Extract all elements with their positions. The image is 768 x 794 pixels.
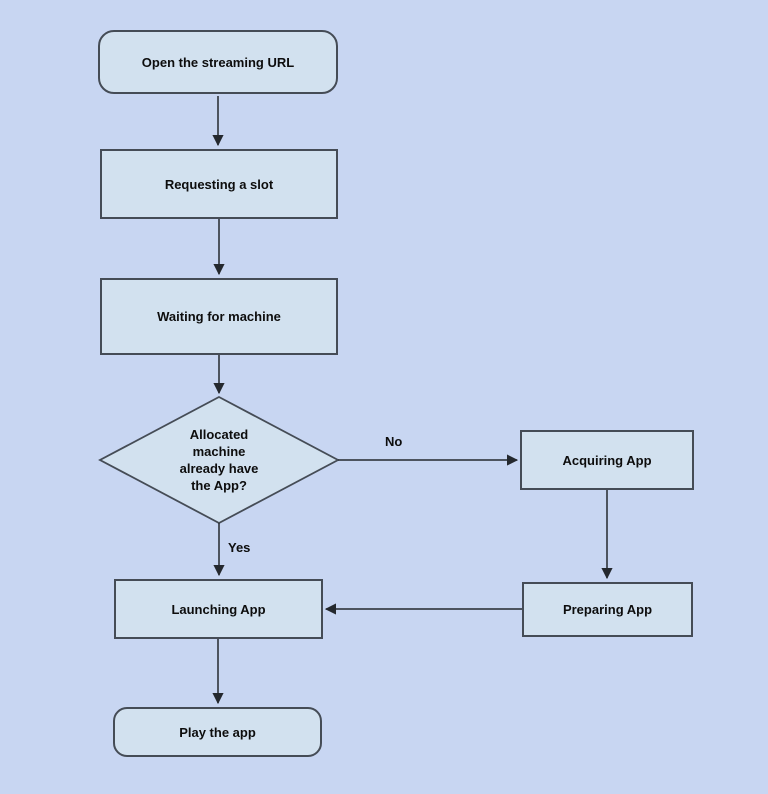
node-acquiring-app-label: Acquiring App [562, 452, 652, 468]
edge-label-no: No [385, 434, 403, 449]
node-launching-app-label: Launching App [171, 601, 266, 617]
node-launching-app: Launching App [114, 579, 323, 639]
node-preparing-app: Preparing App [522, 582, 693, 637]
edge-label-yes: Yes [228, 540, 251, 555]
node-requesting-slot-label: Requesting a slot [164, 176, 274, 192]
node-play-app-label: Play the app [179, 724, 256, 740]
node-open-streaming-url-label: Open the streaming URL [141, 54, 295, 70]
node-open-streaming-url: Open the streaming URL [98, 30, 338, 94]
node-acquiring-app: Acquiring App [520, 430, 694, 490]
node-waiting-machine: Waiting for machine [100, 278, 338, 355]
node-preparing-app-label: Preparing App [562, 602, 653, 617]
node-play-app: Play the app [113, 707, 322, 757]
node-requesting-slot: Requesting a slot [100, 149, 338, 219]
decision-diamond-shape [98, 395, 340, 525]
node-waiting-machine-label: Waiting for machine [157, 309, 281, 324]
